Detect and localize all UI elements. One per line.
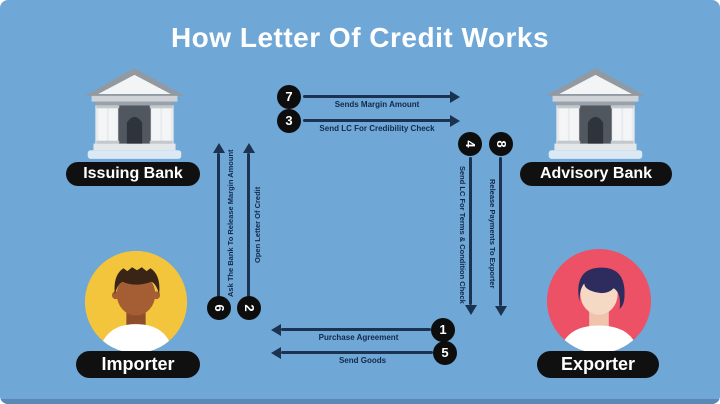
- step-6-arrow-line: [217, 153, 220, 297]
- step-8-arrow-line: [499, 157, 502, 306]
- step-1-badge: 1: [431, 318, 455, 342]
- step-6-label: Ask The Bank To Release Margin Amount: [226, 149, 235, 297]
- step-3-label: Send LC For Credibility Check: [319, 124, 435, 133]
- step-4-label: Send LC For Terms & Condition Check: [458, 166, 467, 304]
- step-3-arrow-line: [303, 119, 451, 122]
- step-4-arrow-line: [469, 157, 472, 305]
- exporter-label: Exporter: [537, 351, 659, 378]
- step-7-label: Sends Margin Amount: [334, 100, 420, 109]
- page-title: How Letter Of Credit Works: [170, 22, 550, 53]
- step-5-arrowhead-left-icon: [271, 347, 281, 359]
- step-3-badge: 3: [277, 109, 301, 133]
- step-7-badge: 7: [277, 85, 301, 109]
- step-4-badge: 4: [458, 132, 482, 156]
- advisory-bank-building-icon: [543, 66, 648, 162]
- step-7-arrow-line: [303, 95, 451, 98]
- exporter-avatar-icon: [545, 247, 653, 355]
- issuing-bank-label: Issuing Bank: [66, 162, 200, 186]
- advisory-bank-label: Advisory Bank: [520, 162, 672, 186]
- step-8-arrowhead-down-icon: [495, 306, 507, 316]
- step-2-label: Open Letter Of Credit: [253, 186, 262, 264]
- step-1-arrowhead-left-icon: [271, 324, 281, 336]
- step-8-label: Release Payments To Exporter: [488, 179, 497, 289]
- step-1-label: Purchase Agreement: [318, 333, 399, 342]
- step-6-arrowhead-up-icon: [213, 143, 225, 153]
- step-8-badge: 8: [489, 132, 513, 156]
- importer-avatar-icon: [83, 249, 189, 355]
- step-7-arrowhead-right-icon: [450, 91, 460, 103]
- step-5-arrow-line: [281, 351, 433, 354]
- step-2-arrow-line: [247, 153, 250, 297]
- step-4-arrowhead-down-icon: [465, 305, 477, 315]
- step-2-arrowhead-up-icon: [243, 143, 255, 153]
- step-3-arrowhead-right-icon: [450, 115, 460, 127]
- step-5-badge: 5: [433, 341, 457, 365]
- step-2-badge: 2: [237, 296, 261, 320]
- step-5-label: Send Goods: [338, 356, 387, 365]
- issuing-bank-building-icon: [82, 66, 187, 162]
- step-6-badge: 6: [207, 296, 231, 320]
- step-1-arrow-line: [281, 328, 431, 331]
- importer-label: Importer: [76, 351, 200, 378]
- bottom-border-strip: [0, 399, 720, 404]
